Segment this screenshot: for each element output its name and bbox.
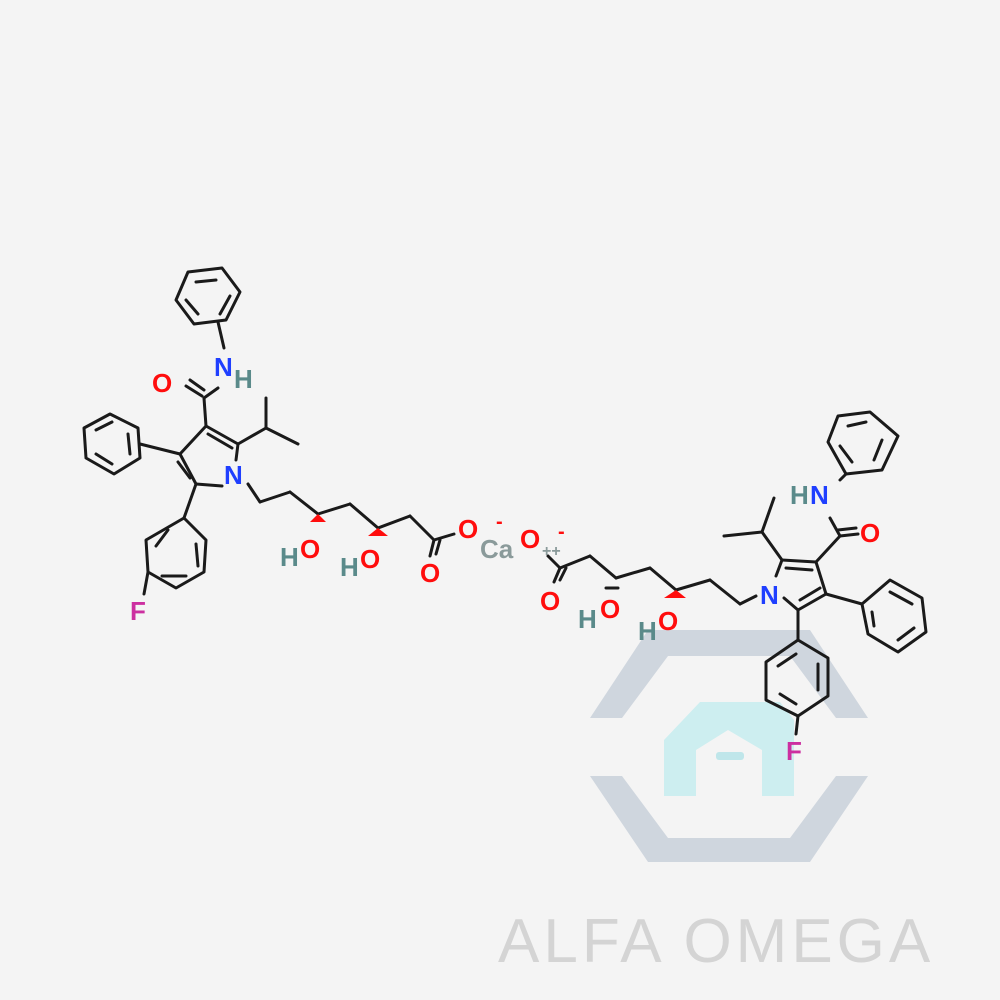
- watermark-hexagon-bottom: [590, 776, 868, 862]
- stereo-wedge-right-1: [664, 590, 686, 598]
- atom-n-amide-right: N: [810, 480, 829, 510]
- atom-h-hydroxyl2-left: H: [340, 552, 359, 582]
- atom-o-amide-right: O: [860, 518, 880, 548]
- watermark-hexagon-top: [590, 630, 868, 718]
- atom-o-anion-left: O: [458, 514, 478, 544]
- atom-f-right: F: [786, 736, 802, 766]
- atom-n-pyrrole-left: N: [224, 460, 243, 490]
- atom-o-hydroxyl1-right: O: [600, 594, 620, 624]
- stereo-wedge-left-2: [368, 528, 388, 536]
- atom-f-left: F: [130, 596, 146, 626]
- stereo-wedge-left-1: [310, 514, 326, 522]
- watermark-a-glyph: [664, 702, 794, 796]
- atom-h-amide-left: H: [234, 364, 253, 394]
- atom-calcium: Ca: [480, 534, 514, 564]
- watermark-logo: ALFA OMEGA: [498, 630, 934, 976]
- atom-o-carbonyl-right: O: [540, 586, 560, 616]
- right-molecule-labels: O - O H O H O N H N O F: [520, 480, 880, 766]
- atom-h-amide-right: H: [790, 480, 809, 510]
- atom-o-carbonyl-left: O: [420, 558, 440, 588]
- left-molecule-labels: O N H N F H O H O O O -: [130, 352, 503, 626]
- atom-h-hydroxyl1-left: H: [280, 542, 299, 572]
- atom-o-amide-left: O: [152, 368, 172, 398]
- atom-n-pyrrole-right: N: [760, 580, 779, 610]
- atom-o-hydroxyl2-left: O: [360, 544, 380, 574]
- left-molecule-bonds: [82, 266, 456, 596]
- atom-h-hydroxyl2-right: H: [638, 616, 657, 646]
- charge-anion-right: -: [558, 521, 565, 543]
- atom-o-hydroxyl2-right: O: [658, 606, 678, 636]
- charge-calcium: ++: [542, 543, 561, 560]
- atom-h-hydroxyl1-right: H: [578, 604, 597, 634]
- atom-o-anion-right: O: [520, 524, 540, 554]
- watermark-text: ALFA OMEGA: [498, 907, 934, 976]
- atom-n-amide-left: N: [214, 352, 233, 382]
- charge-anion-left: -: [496, 511, 503, 533]
- watermark-a-bar: [716, 752, 744, 760]
- atom-o-hydroxyl1-left: O: [300, 534, 320, 564]
- right-molecule-bonds: [546, 410, 928, 736]
